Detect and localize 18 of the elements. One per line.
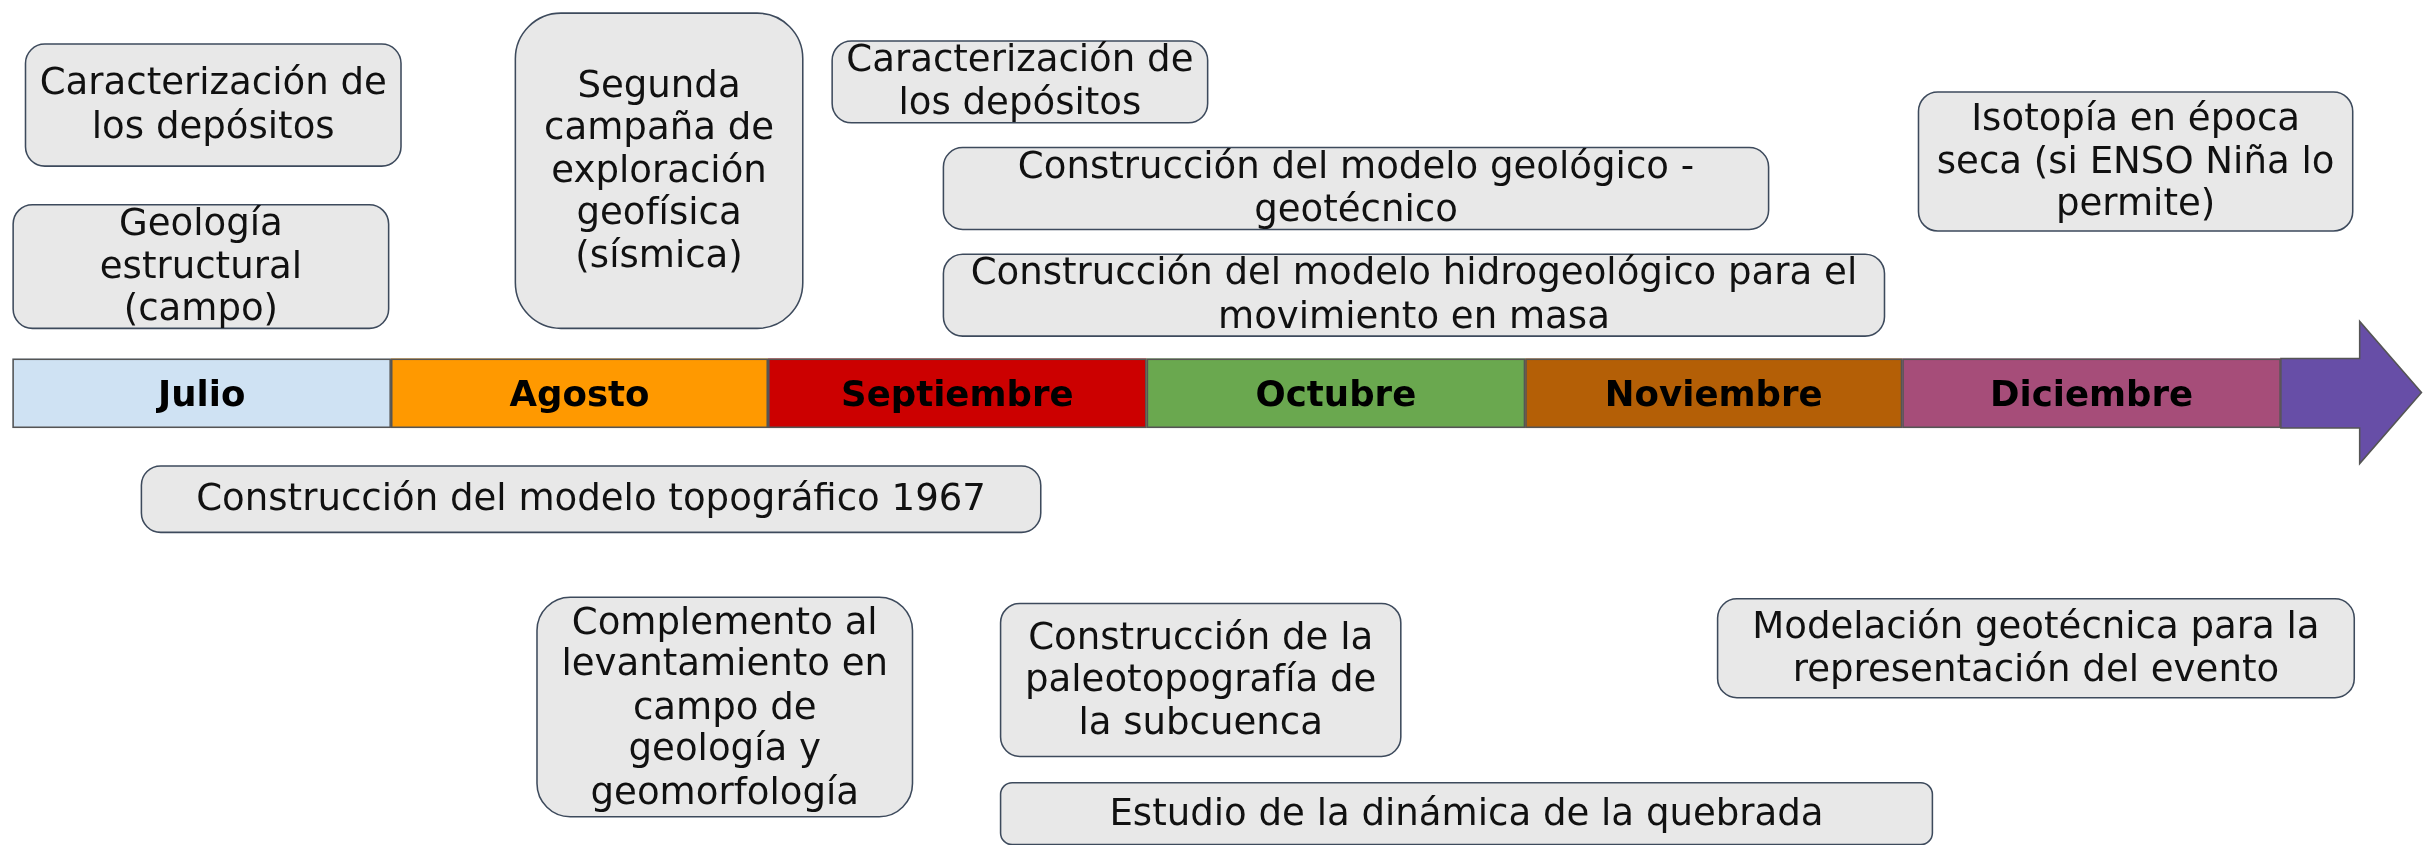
task-box: Construcción del modelo topográfico 1967 [140,465,1042,534]
task-box: Complemento al levantamiento en campo de geología y geomorfología [536,596,914,818]
task-box: Geología estructural (campo) [12,204,390,330]
month-band: Julio [12,358,391,429]
month-band: Agosto [390,358,768,429]
month-band: Septiembre [768,358,1147,429]
month-band: Diciembre [1902,358,2281,429]
task-box: Isotopía en época seca (si ENSO Niña lo permite) [1917,91,2354,232]
month-band: Noviembre [1525,358,1903,429]
task-box: Caracterización de los depósitos [24,43,402,167]
task-box: Construcción de la paleotopografía de la subcuenca [999,602,1402,758]
task-box: Segunda campaña de exploración geofísica (sísmica) [514,12,804,330]
task-box: Construcción del modelo geológico - geotécnico [942,146,1770,231]
task-box: Estudio de la dinámica de la quebrada [999,781,1934,845]
month-band: Octubre [1146,358,1526,429]
task-box: Construcción del modelo hidrogeológico para el movimiento en masa [942,253,1886,337]
task-box: Modelación geotécnica para la representación del evento [1716,598,2356,699]
task-box: Caracterización de los depósitos [831,40,1209,124]
